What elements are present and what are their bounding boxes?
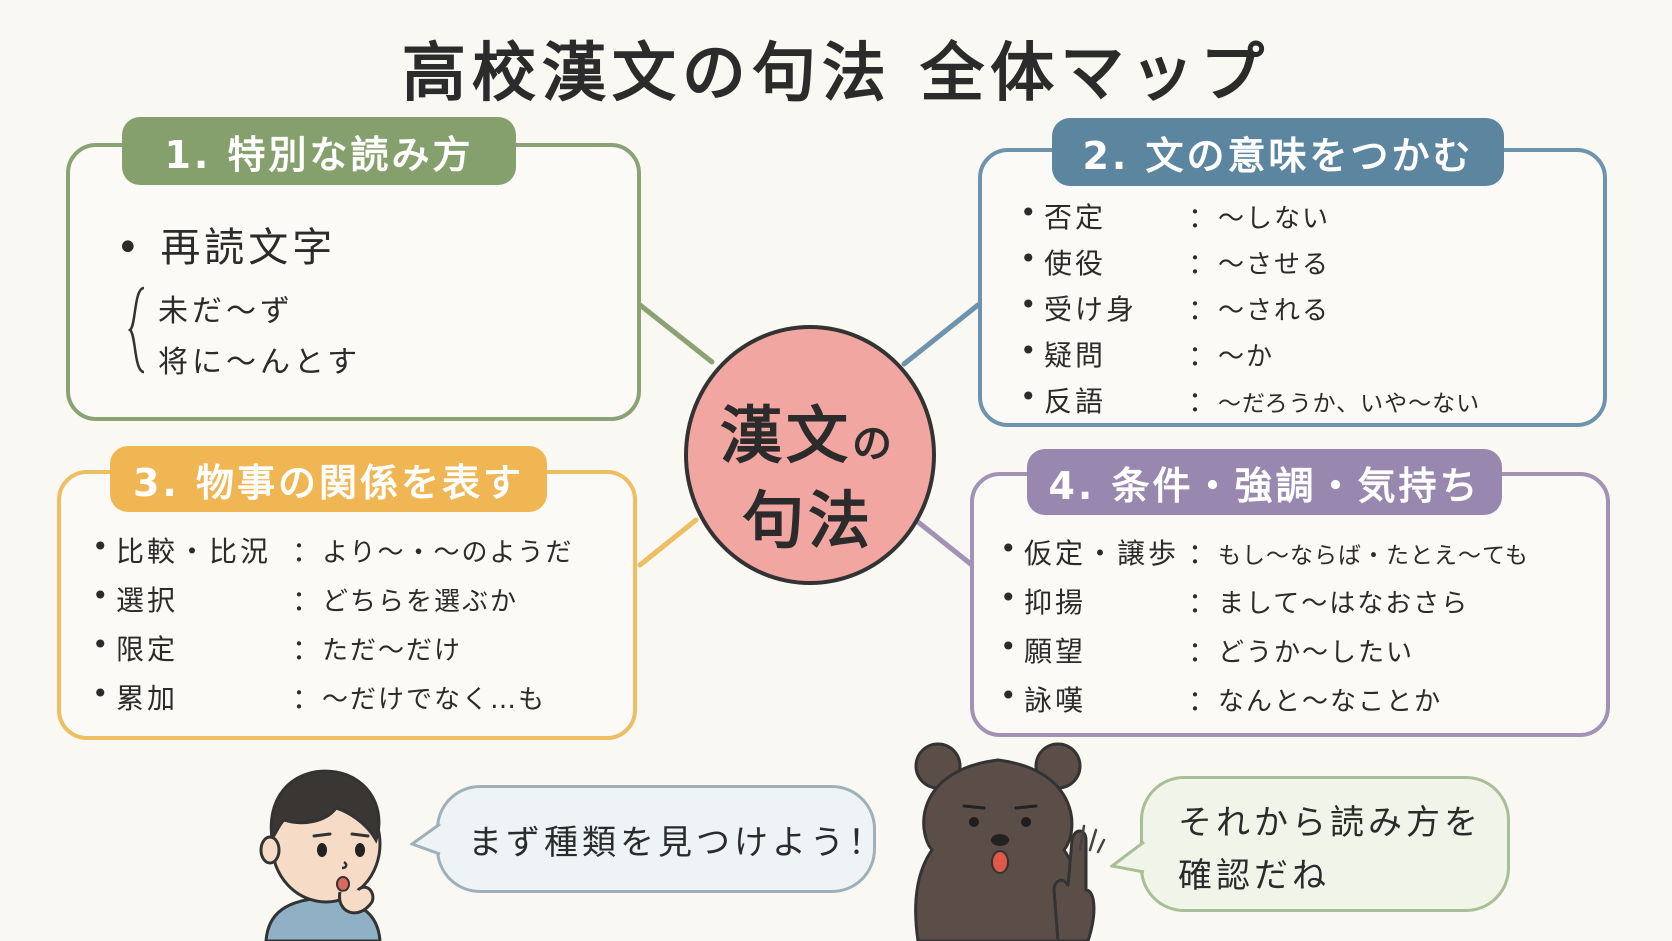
exclamation-marks-icon (1078, 824, 1106, 854)
bear-speech-bubble (1140, 776, 1510, 912)
bullet: • (1020, 196, 1040, 229)
separator: ： (1188, 247, 1220, 280)
bullet: • (92, 628, 112, 661)
center-title-line1: 漢文の (720, 385, 896, 475)
item-description: まして～はなおさら (1218, 589, 1470, 619)
item-description: ～だけでなく…も (322, 685, 547, 715)
speech-tail-icon (410, 822, 441, 856)
item-label: 詠嘆 (1024, 684, 1087, 717)
bullet: • (92, 579, 112, 612)
center-line1-particle: の (852, 421, 897, 467)
item-label: 否定 (1044, 201, 1107, 234)
boy-speech-bubble (436, 785, 876, 893)
bullet: • (92, 677, 112, 710)
panel-heading-conditions: 4. 条件・強調・気持ち (1027, 449, 1502, 515)
item-description: ～しない (1218, 204, 1331, 234)
separator: ： (1188, 201, 1220, 234)
separator: ： (1188, 635, 1220, 668)
item-description: ～だろうか、いや～ない (1218, 391, 1481, 417)
item-label: 反語 (1044, 385, 1107, 418)
item-description: ～か (1218, 342, 1275, 372)
bullet: • (1020, 380, 1040, 413)
bullet: • (1020, 242, 1040, 275)
bullet: • (92, 530, 112, 563)
separator: ： (1188, 385, 1220, 418)
item-label: 累加 (116, 682, 179, 715)
boy-character-illustration (259, 769, 382, 941)
panel-heading-relations: 3. 物事の関係を表す (110, 446, 547, 512)
connector-reading (637, 302, 715, 365)
bear-character-illustration (914, 742, 1096, 941)
item-description: なんと～なことか (1218, 687, 1443, 717)
item-description: ～させる (1218, 250, 1331, 280)
item-description: もし～ならば・たとえ～ても (1218, 543, 1529, 569)
speech-tail-icon (1110, 840, 1145, 874)
page-title: 高校漢文の句法 全体マップ (401, 37, 1271, 111)
bullet: • (1000, 532, 1020, 565)
boy-speech-text: まず種類を見つけよう！ (468, 823, 886, 863)
separator: ： (1188, 586, 1220, 619)
panel-heading-sentence-meaning: 2. 文の意味をつかむ (1052, 118, 1504, 186)
separator: ： (1188, 537, 1220, 570)
separator: ： (1188, 339, 1220, 372)
bear-speech-line2: 確認だね (1178, 856, 1330, 896)
rereading-label: 再読文字 (160, 225, 337, 271)
center-title-line2: 句法 (742, 484, 875, 557)
connector-relation (637, 517, 699, 568)
brace-icon (128, 286, 145, 374)
separator: ： (1188, 684, 1220, 717)
panel-heading-special-reading: 1. 特別な読み方 (122, 117, 516, 185)
panel-sentence-meaning (978, 148, 1607, 427)
item-label: 疑問 (1044, 339, 1107, 372)
item-label: 使役 (1044, 247, 1107, 280)
item-description: ただ～だけ (322, 636, 463, 666)
item-description: どうか～したい (1218, 638, 1415, 668)
connector-meaning (901, 302, 981, 367)
rereading-example: 未だ～ず (158, 294, 294, 329)
separator: ： (292, 682, 324, 715)
bullet: • (1000, 679, 1020, 712)
item-label: 比較・比況 (116, 535, 272, 568)
bullet: • (1020, 288, 1040, 321)
item-label: 選択 (116, 584, 179, 617)
rereading-example: 将に～んとす (158, 345, 362, 380)
separator: ： (292, 535, 324, 568)
item-label: 受け身 (1044, 293, 1138, 326)
bullet: • (116, 225, 144, 271)
separator: ： (1188, 293, 1220, 326)
item-label: 仮定・譲歩 (1024, 537, 1180, 570)
bullet: • (1000, 581, 1020, 614)
item-description: より～・～のようだ (322, 538, 574, 568)
item-label: 願望 (1024, 635, 1087, 668)
item-description: どちらを選ぶか (322, 587, 519, 617)
bullet: • (1000, 630, 1020, 663)
center-circle (684, 325, 936, 585)
center-line1: 漢文 (720, 399, 853, 472)
item-label: 限定 (116, 633, 179, 666)
bear-speech-line1: それから読み方を (1178, 803, 1482, 843)
item-label: 抑揚 (1024, 586, 1087, 619)
rereading-item: • 再読文字 (116, 215, 336, 273)
item-description: ～される (1218, 296, 1331, 326)
separator: ： (292, 633, 324, 666)
connector-condition (915, 519, 975, 568)
bullet: • (1020, 334, 1040, 367)
separator: ： (292, 584, 324, 617)
